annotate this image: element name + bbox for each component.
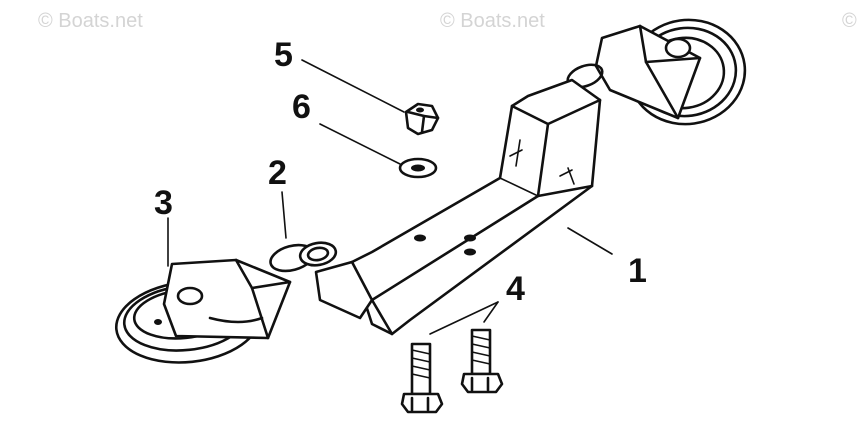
washer bbox=[398, 157, 438, 179]
callout-2: 2 bbox=[268, 154, 287, 192]
right-pulley bbox=[566, 18, 747, 126]
leader-lines bbox=[167, 59, 613, 335]
callout-1: 1 bbox=[628, 252, 647, 290]
callout-5: 5 bbox=[274, 36, 293, 74]
watermark-left: © Boats.net bbox=[38, 10, 143, 32]
left-pulley bbox=[114, 258, 292, 364]
nut bbox=[404, 102, 440, 136]
bolt-right bbox=[460, 328, 504, 394]
watermark-center: © Boats.net bbox=[440, 10, 545, 32]
bracket bbox=[314, 78, 602, 336]
watermark-right: © bbox=[842, 10, 857, 32]
callout-6: 6 bbox=[292, 88, 311, 126]
chain-link bbox=[269, 241, 338, 273]
callout-4: 4 bbox=[506, 270, 525, 308]
callout-3: 3 bbox=[154, 184, 173, 222]
bolt-left bbox=[400, 342, 444, 414]
